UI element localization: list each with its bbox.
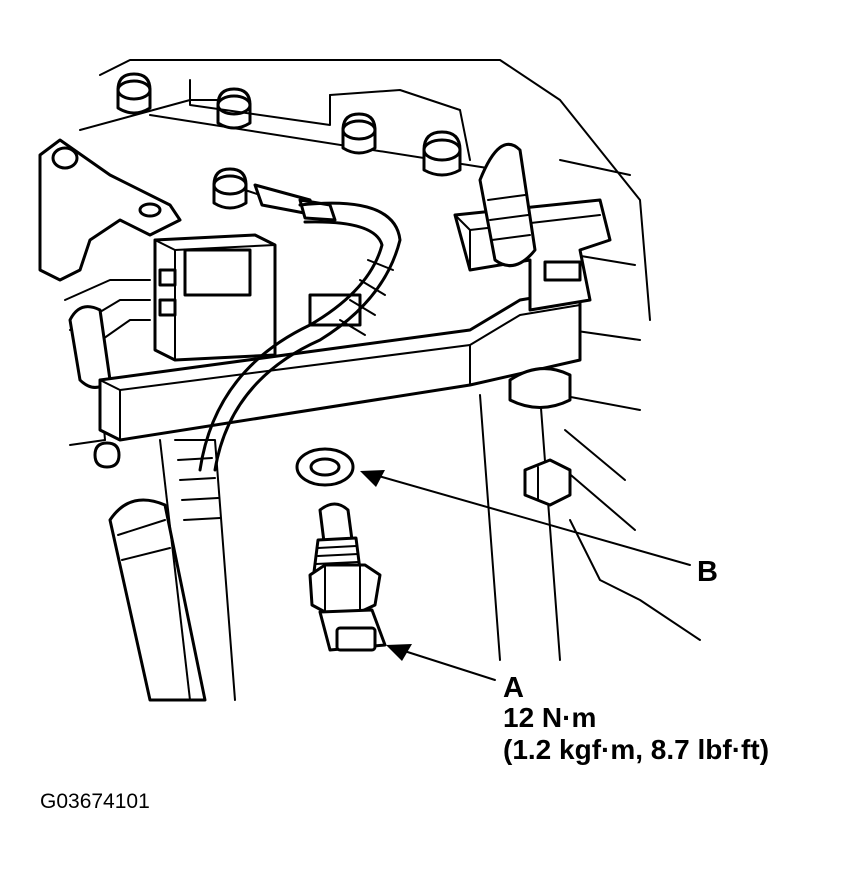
mounting-rail [98,288,582,442]
arrowhead-b [360,470,385,487]
callout-b-letter: B [697,556,718,588]
left-bracket [38,138,182,282]
torque-spec-nm: 12 N·m [503,702,596,733]
sealing-washer [295,447,355,487]
sensor-harness [198,201,402,472]
top-hose [478,142,537,268]
top-bolts [116,72,462,210]
callout-a-letter: A [503,672,524,704]
left-harness [64,279,151,469]
engine-block-outline [69,59,701,661]
torque-spec-alt: (1.2 kgf·m, 8.7 lbf·ft) [503,734,769,765]
lower-hose [108,439,236,702]
arrowhead-a [386,644,412,661]
leader-line-b [367,472,691,566]
right-lower-bolts [508,367,572,507]
top-brackets [189,79,471,161]
leader-line-a [394,647,496,681]
control-module [153,233,277,362]
leader-lines [360,470,691,681]
figure-code: G03674101 [40,790,150,813]
temperature-sensor [308,502,387,652]
